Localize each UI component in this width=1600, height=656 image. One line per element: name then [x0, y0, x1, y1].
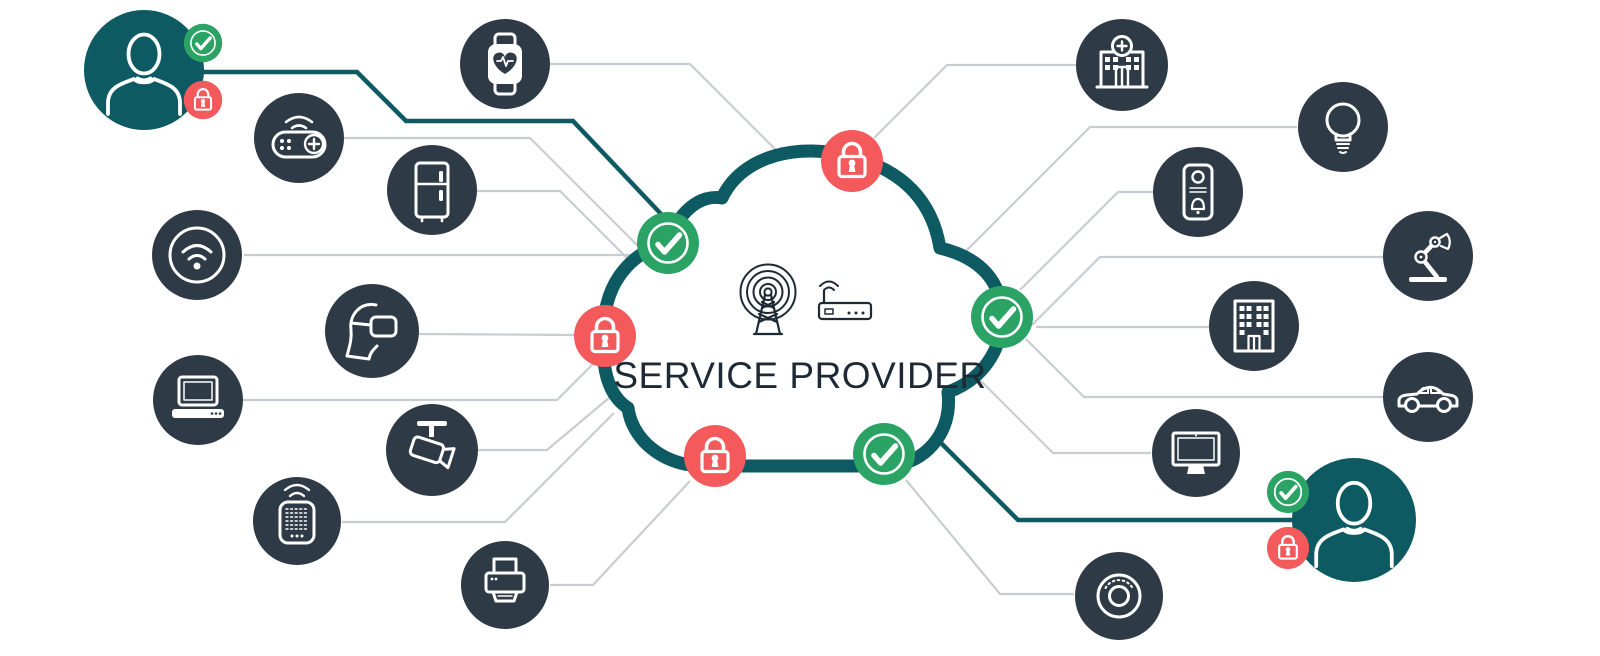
- hospital-icon: [1095, 35, 1149, 89]
- smartwatch-icon: [488, 32, 522, 96]
- smart-doorbell-icon: [1182, 163, 1214, 221]
- node-light-bulb: [1298, 82, 1388, 172]
- wifi-router-icon: [817, 280, 873, 321]
- connector-refrigerator: [477, 189, 647, 278]
- node-connected-car: [1383, 352, 1473, 442]
- node-refrigerator: [387, 145, 477, 235]
- office-building-icon: [1233, 299, 1275, 353]
- lock-badge-user-left: [182, 79, 224, 121]
- node-smartwatch: [460, 19, 550, 109]
- service-provider-cloud: [597, 144, 1009, 473]
- connector-smart-doorbell: [1019, 190, 1153, 291]
- node-smart-speaker: [253, 477, 341, 565]
- user-icon: [106, 32, 182, 116]
- radio-tower-icon: [739, 263, 797, 336]
- check-badge-right: [971, 286, 1033, 348]
- node-desktop-computer: [1152, 409, 1240, 497]
- connector-smart-speaker: [342, 412, 615, 524]
- smart-speaker-icon: [278, 483, 316, 545]
- check-badge-user-right: [1265, 469, 1311, 515]
- connector-smartwatch: [550, 62, 801, 175]
- node-office-building: [1209, 281, 1299, 371]
- laptop-icon: [172, 375, 224, 418]
- node-laptop: [153, 355, 243, 445]
- node-wifi-hotspot: [152, 210, 242, 300]
- game-controller-icon: [271, 115, 327, 159]
- node-smart-doorbell: [1153, 147, 1243, 237]
- node-robotic-arm: [1383, 211, 1473, 301]
- connector-laptop: [243, 363, 594, 402]
- node-hospital: [1076, 19, 1168, 111]
- robotic-arm-icon: [1409, 232, 1451, 282]
- refrigerator-icon: [414, 161, 450, 223]
- check-badge-bottom-right: [853, 423, 915, 485]
- check-badge-upper-left: [637, 212, 699, 274]
- connector-smart-thermostat: [905, 479, 1074, 596]
- connector-connected-car: [1025, 338, 1383, 399]
- connector-user-right: [933, 435, 1293, 523]
- wifi-icon: [168, 226, 226, 284]
- node-vr-headset: [325, 284, 419, 378]
- secure-lines: [201, 69, 1293, 523]
- connector-hospital: [873, 63, 1077, 139]
- connector-user-left: [201, 69, 664, 217]
- node-printer: [461, 541, 549, 629]
- cloud-label: SERVICE PROVIDER: [613, 355, 987, 396]
- node-smart-thermostat: [1075, 552, 1163, 640]
- connector-lines: [243, 62, 1383, 596]
- lock-badge-user-right: [1265, 525, 1311, 571]
- node-security-camera: [386, 404, 478, 496]
- connector-security-camera: [477, 391, 617, 452]
- check-badge-user-left: [182, 22, 224, 64]
- connector-robotic-arm: [1031, 255, 1383, 326]
- connector-vr-headset: [418, 332, 579, 337]
- connector-game-controller: [344, 136, 641, 249]
- user-icon: [1314, 480, 1394, 569]
- node-user-left: [84, 10, 224, 130]
- lock-badge-top: [819, 128, 885, 194]
- lock-badge-bottom: [682, 423, 748, 489]
- thermostat-dial-icon: [1096, 573, 1142, 619]
- light-bulb-icon: [1325, 102, 1361, 154]
- node-user-right: [1265, 458, 1416, 582]
- node-game-controller: [254, 93, 344, 183]
- printer-icon: [484, 557, 526, 603]
- vr-headset-icon: [345, 303, 398, 361]
- connector-printer: [550, 480, 691, 587]
- desktop-monitor-icon: [1171, 431, 1221, 474]
- connector-light-bulb: [947, 125, 1297, 270]
- connector-desktop-computer: [977, 377, 1151, 455]
- car-icon: [1397, 385, 1459, 413]
- security-camera-icon: [408, 421, 456, 470]
